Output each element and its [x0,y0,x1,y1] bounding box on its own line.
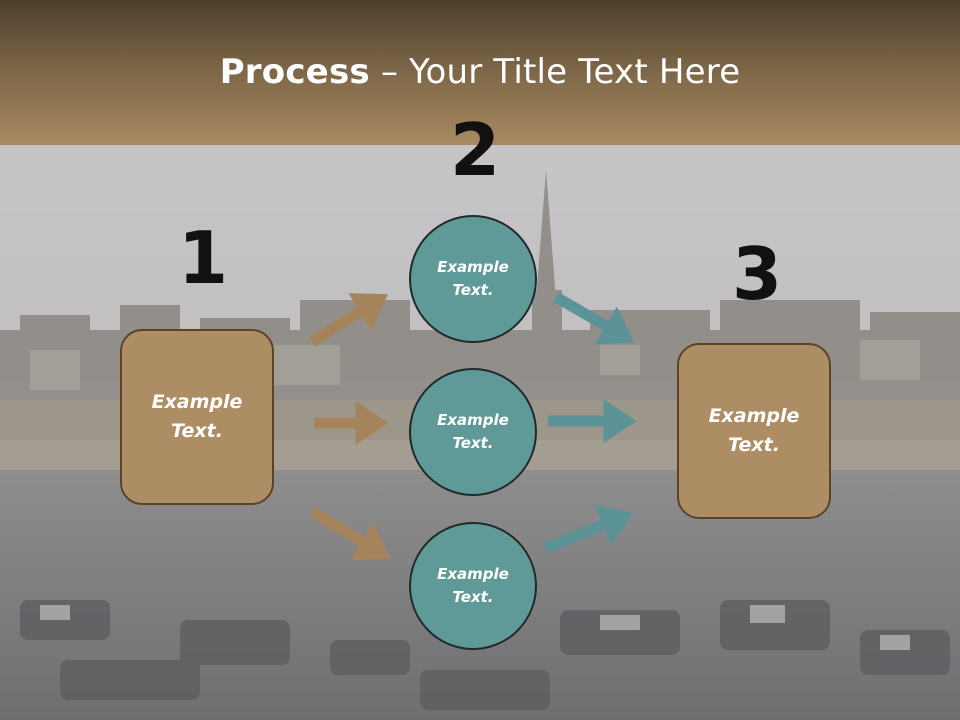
arrow-circle-bottom-to-box3 [543,504,634,554]
title-rest: – Your Title Text Here [369,52,741,92]
step-number-1: 1 [178,216,229,300]
circle-top-text: Example Text. [437,258,509,299]
slide-title: Process – Your Title Text Here [0,52,960,92]
title-bold: Process [219,52,370,92]
step-number-2: 2 [450,108,501,192]
arrow-box1-to-circle-bottom [310,507,391,561]
step-2-circle-middle: Example Text. [409,368,537,496]
step-2-circle-top: Example Text. [409,215,537,343]
step-2-circle-bottom: Example Text. [409,522,537,650]
step-number-3: 3 [732,232,783,316]
step-3-box: Example Text. [677,343,831,519]
step-3-text: Example Text. [708,405,800,456]
title-bar: Process – Your Title Text Here [0,0,960,145]
step-1-box: Example Text. [120,329,274,505]
arrow-box1-to-circle-top [309,293,388,347]
arrow-circle-top-to-box3 [553,292,635,345]
circle-bottom-text: Example Text. [437,565,509,606]
step-1-text: Example Text. [151,391,243,442]
circle-middle-text: Example Text. [437,411,509,452]
